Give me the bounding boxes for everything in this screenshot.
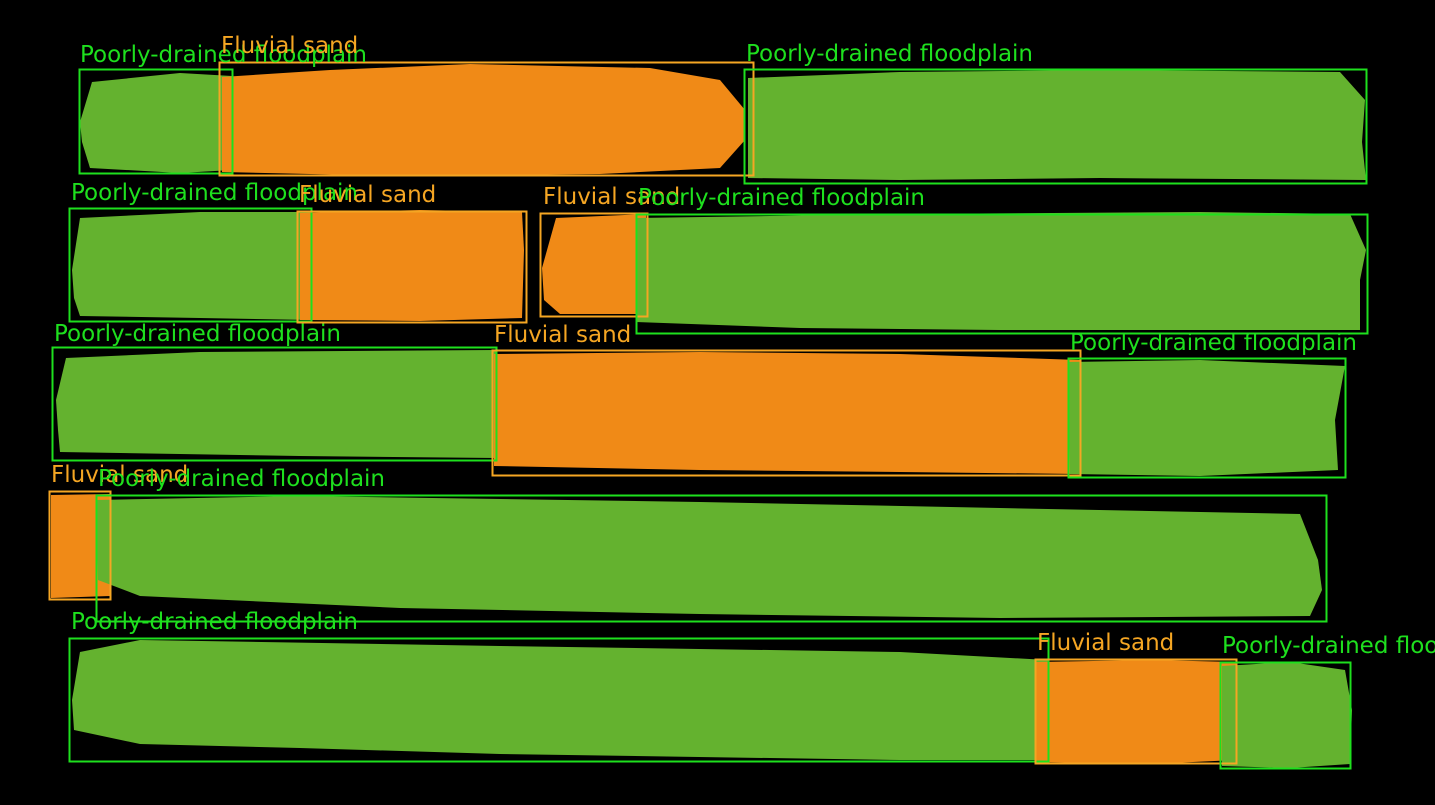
- bounding-box-1: [78, 68, 234, 175]
- fluvial-sand-region-6: [542, 214, 646, 314]
- bounding-box-15: [1219, 661, 1352, 770]
- bounding-box-10: [1067, 357, 1347, 479]
- bounding-box-2: [218, 61, 755, 177]
- fluvial-sand-region-2: [222, 64, 745, 176]
- region-label-9: Fluvial sand: [494, 322, 631, 348]
- floodplain-region-10: [1068, 360, 1345, 476]
- region-label-10: Poorly-drained floodplain: [1070, 330, 1357, 356]
- bounding-box-8: [51, 346, 498, 462]
- bounding-box-14: [1034, 658, 1238, 765]
- bounding-box-6: [539, 212, 649, 318]
- bounding-box-4: [68, 207, 313, 323]
- bounding-box-7: [635, 213, 1369, 335]
- region-label-8: Poorly-drained floodplain: [54, 321, 341, 347]
- region-label-6: Fluvial sand: [543, 184, 680, 210]
- floodplain-region-15: [1222, 662, 1352, 768]
- floodplain-region-13: [72, 640, 1048, 760]
- floodplain-region-4: [72, 212, 312, 320]
- bounding-box-9: [491, 349, 1082, 477]
- region-label-12: Poorly-drained floodplain: [98, 466, 385, 492]
- fluvial-sand-region-5: [300, 210, 524, 321]
- floodplain-region-8: [56, 350, 496, 458]
- fluvial-sand-region-9: [494, 352, 1082, 474]
- region-label-7: Poorly-drained floodplain: [638, 185, 925, 211]
- bounding-box-11: [48, 490, 112, 601]
- bounding-box-12: [95, 494, 1328, 623]
- fluvial-sand-region-11: [51, 494, 110, 598]
- region-label-3: Poorly-drained floodplain: [746, 41, 1033, 67]
- region-label-15: Poorly-drained floodplain: [1222, 633, 1435, 659]
- region-label-14: Fluvial sand: [1037, 630, 1174, 656]
- region-label-1: Poorly-drained floodplain: [80, 42, 367, 68]
- floodplain-region-12: [96, 496, 1322, 618]
- fluvial-sand-region-14: [1036, 660, 1236, 764]
- bounding-box-5: [296, 210, 528, 324]
- region-label-2: Fluvial sand: [221, 33, 358, 59]
- region-label-13: Poorly-drained floodplain: [71, 609, 358, 635]
- region-label-5: Fluvial sand: [299, 182, 436, 208]
- floodplain-region-7: [636, 212, 1366, 330]
- region-label-11: Fluvial sand: [51, 462, 188, 488]
- floodplain-region-3: [748, 70, 1366, 180]
- bounding-box-3: [743, 68, 1368, 185]
- floodplain-region-1: [80, 73, 232, 173]
- region-label-4: Poorly-drained floodplain: [71, 180, 358, 206]
- bounding-box-13: [68, 637, 1050, 763]
